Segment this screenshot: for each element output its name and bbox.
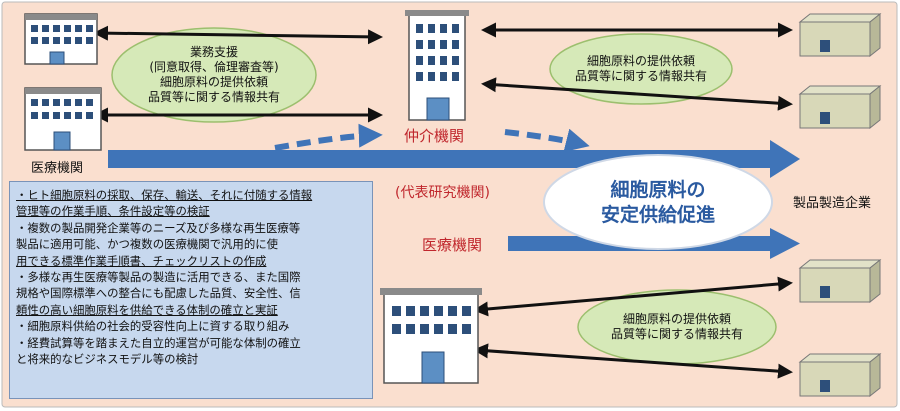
oval-right-top-line: 細胞原料の提供依頼 (586, 54, 695, 68)
info-line: 規格や国際標準への整合にも配慮した品質、安全性、信 (16, 286, 301, 301)
hospital-icon-bottom (24, 87, 102, 151)
hospital-icon-center (380, 288, 482, 384)
oval-left-line: 品質等に関する情報共有 (147, 90, 280, 104)
factory-icon-4 (798, 352, 882, 398)
oval-right-bottom-line: 品質等に関する情報共有 (610, 327, 743, 341)
info-box: ・ヒト細胞原料の採取、保存、輸送、それに付随する情報 管理等の作業手順、条件設定… (9, 181, 373, 399)
info-line: ・複数の製品開発企業等のニーズ及び多様な再生医療等 (16, 220, 301, 235)
info-line: 製品に適用可能、かつ複数の医療機関で汎用的に使 (16, 237, 278, 252)
label-representative: (代表研究機関) (395, 185, 490, 201)
black-arrows (93, 22, 793, 379)
oval-right-bottom-text: 細胞原料の提供依頼 品質等に関する情報共有 (607, 312, 747, 342)
center-oval-line2: 安定供給促進 (600, 204, 715, 226)
label-medical-center: 医療機関 (422, 236, 483, 254)
info-line: 頼性の高い細胞原料を供給できる体制の確立と実証 (16, 302, 278, 317)
dashed-arrow-right (504, 128, 590, 152)
info-line: ・多様な再生医療等製品の製造に活用できる、また国際 (16, 270, 301, 285)
label-manufacturers: 製品製造企業 (793, 196, 872, 211)
center-oval-text: 細胞原料の 安定供給促進 (558, 178, 758, 228)
factory-icon-1 (798, 12, 882, 58)
info-line: 用できる標準作業手順書、チェックリストの作成 (16, 253, 267, 268)
oval-center (543, 154, 773, 250)
oval-right-top-line: 品質等に関する情報共有 (574, 69, 707, 83)
oval-left-line: 業務支援 (189, 45, 238, 59)
broker-building-icon (405, 10, 469, 121)
label-broker: 仲介機関 (404, 127, 465, 145)
oval-left-text: 業務支援 (同意取得、倫理審査等) 細胞原料の提供依頼 品質等に関する情報共有 (134, 45, 294, 105)
oval-right-bottom-line: 細胞原料の提供依頼 (622, 312, 731, 326)
factory-icon-3 (798, 258, 882, 304)
oval-left-line: (同意取得、倫理審査等) (149, 60, 279, 74)
hospital-icon-top (24, 13, 98, 65)
info-line: ・ヒト細胞原料の採取、保存、輸送、それに付随する情報 (16, 188, 313, 202)
info-line: 管理等の作業手順、条件設定等の検証 (16, 204, 210, 219)
label-medical-left: 医療機関 (31, 161, 84, 176)
info-line: と将来的なビジネスモデル等の検討 (16, 352, 199, 367)
info-line: ・経費試算等を踏まえた自立的運営が可能な体制の確立 (16, 335, 301, 350)
factory-icon-2 (798, 84, 882, 130)
oval-left-line: 細胞原料の提供依頼 (159, 75, 268, 89)
center-oval-line1: 細胞原料の (610, 179, 706, 201)
info-line: ・細胞原料供給の社会的受容性向上に資する取り組み (16, 319, 290, 334)
oval-right-top-text: 細胞原料の提供依頼 品質等に関する情報共有 (571, 54, 711, 84)
dashed-arrow-left (274, 123, 383, 151)
